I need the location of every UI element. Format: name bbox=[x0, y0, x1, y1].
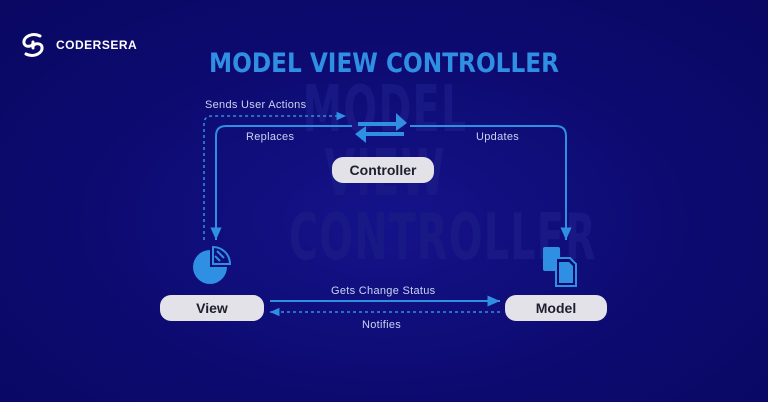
edge-updates bbox=[410, 125, 572, 240]
swap-arrows-icon bbox=[355, 113, 407, 143]
label-replaces: Replaces bbox=[246, 131, 295, 143]
label-updates: Updates bbox=[476, 131, 520, 143]
edge-replaces bbox=[210, 125, 352, 240]
pie-chart-icon bbox=[193, 245, 232, 284]
label-gets-change-status: Gets Change Status bbox=[331, 285, 436, 297]
controller-node: Controller bbox=[332, 157, 434, 183]
brand-logo[interactable]: CODERSERA bbox=[18, 30, 137, 60]
label-sends-user-actions: Sends User Actions bbox=[205, 99, 307, 111]
brand-name: CODERSERA bbox=[56, 38, 138, 52]
model-node: Model bbox=[505, 295, 607, 321]
documents-icon bbox=[543, 247, 577, 287]
view-node: View bbox=[160, 295, 264, 321]
label-notifies: Notifies bbox=[362, 319, 402, 331]
codersera-logo-icon bbox=[22, 33, 44, 57]
page-title: MODEL VIEW CONTROLLER bbox=[208, 48, 560, 79]
edge-sends-user-actions bbox=[203, 111, 346, 240]
